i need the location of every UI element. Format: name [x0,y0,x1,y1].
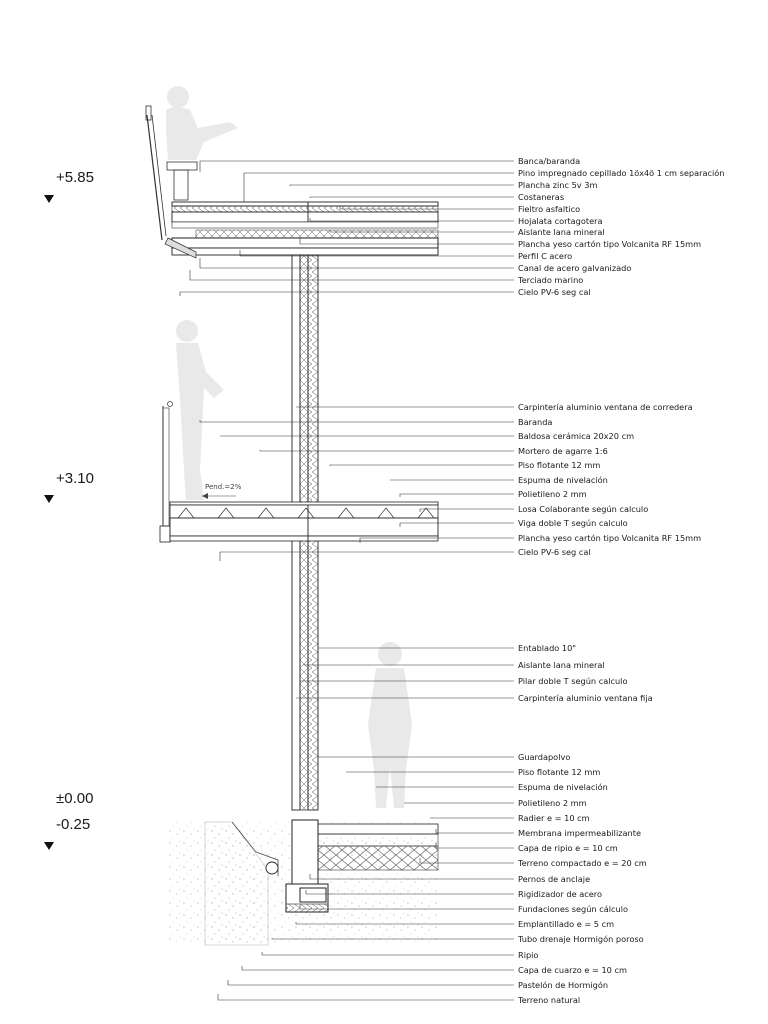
annotation-label: Aislante lana mineral [518,660,605,670]
leader-line [243,172,514,202]
leader-line [303,664,514,666]
leader-line [339,206,514,210]
level-triangle-icon [44,495,54,503]
leader-line [309,874,514,880]
leader-line [399,522,514,527]
annotation-label: Espuma de nivelación [518,782,608,792]
level-text-000: ±0.00 [56,790,93,807]
level-text-585: +5.85 [56,169,94,186]
annotation-label: Terciado marino [517,275,583,285]
annotation-label: Entablado 10" [518,643,576,653]
annotation-label: Tubo drenaje Hormigón poroso [517,934,644,944]
leader-line [179,291,514,296]
annotation-label: Espuma de nivelación [518,475,608,485]
annotation-label: Mortero de agarre 1:6 [518,446,608,456]
leader-line [241,966,514,971]
leader-line [261,952,514,956]
annotation-label: Capa de ripio e = 10 cm [518,843,618,853]
annotation-label: Piso flotante 12 mm [518,767,600,777]
annotation-label: Terreno natural [517,995,580,1005]
leader-line [199,258,514,269]
annotation-label: Carpintería aluminio ventana fija [518,693,653,703]
annotation-label: Terreno compactado e = 20 cm [517,858,647,868]
annotation-label: Cielo PV-6 seg cal [518,287,591,297]
annotation-label: Rigidizador de acero [518,889,602,899]
annotation-label: Ripio [518,950,538,960]
leader-line [217,994,514,1001]
annotation-label: Baldosa cerámica 20x20 cm [518,431,634,441]
level-markers: +5.85 +3.10 ±0.00 -0.25 [44,169,94,850]
leader-line [199,160,514,172]
leader-line [289,184,514,186]
annotation-label: Perfil C acero [518,251,572,261]
annotation-label: Baranda [518,417,552,427]
leader-line [219,551,514,561]
roof-assembly [145,105,439,259]
leader-line [239,250,514,257]
annotation-label: Polietileno 2 mm [518,489,587,499]
annotation-label: Hojalata cortagotera [518,216,603,226]
leader-line [419,858,514,864]
level-text-310: +3.10 [56,470,94,487]
floor-slab-assembly [159,401,439,543]
annotation-label: Plancha yeso cartón tipo Volcanita RF 15… [518,239,701,249]
leader-line [309,196,514,198]
annotation-label: Banca/baranda [518,156,580,166]
foundation-assembly [168,819,439,946]
leader-line [305,890,514,895]
leader-line [299,680,514,682]
annotation-label: Aislante lana mineral [518,227,605,237]
level-text-025: -0.25 [56,816,90,833]
annotation-label: Polietileno 2 mm [518,798,587,808]
annotation-label: Losa Colaborante según calculo [518,504,648,514]
leader-line [309,218,514,222]
slope-note: Pend.=2% [205,483,242,491]
leader-line [259,450,514,452]
person-silhouette-roof [166,86,238,160]
annotation-label: Plancha yeso cartón tipo Volcanita RF 15… [518,533,701,543]
annotation-label: Viga doble T según calculo [518,518,628,528]
leader-line [435,843,514,849]
annotation-label: Pino impregnado cepillado 1öx4ö 1 cm sep… [518,168,725,178]
annotation-label: Costaneras [518,192,564,202]
leader-line [359,537,514,543]
leader-line [435,829,514,834]
leader-line [399,493,514,497]
leader-line [419,508,514,512]
annotation-label: Radier e = 10 cm [518,813,590,823]
annotation-label: Guardapolvo [518,752,570,762]
annotation-label: Pastelón de Hormigón [518,980,608,990]
annotation-label: Fundaciones según cálculo [518,904,628,914]
leader-line [227,980,514,986]
person-silhouette-floor [176,320,224,500]
annotation-label: Pernos de anclaje [518,874,590,884]
level-triangle-icon [44,842,54,850]
leader-line [299,905,514,910]
annotation-label: Cielo PV-6 seg cal [518,547,591,557]
leader-line [329,230,514,233]
annotation-label: Plancha zinc 5v 3m [518,180,597,190]
leader-line [199,420,514,423]
level-triangle-icon [44,195,54,203]
leader-line [271,938,514,940]
annotation-label: Fieltro asfaltico [518,204,580,214]
leader-line [295,922,514,925]
leader-line [299,238,514,245]
annotation-label: Capa de cuarzo e = 10 cm [518,965,627,975]
annotation-label: Piso flotante 12 mm [518,460,600,470]
annotation-label: Pilar doble T según calculo [518,676,627,686]
leader-lines [179,160,514,1001]
annotation-label: Membrana impermeabilizante [518,828,641,838]
leader-line [329,464,514,466]
annotation-label: Emplantillado e = 5 cm [518,919,614,929]
annotation-label: Carpintería aluminio ventana de correder… [518,402,693,412]
person-silhouette-ground [368,642,412,808]
annotation-label: Canal de acero galvanizado [518,263,631,273]
leader-line [189,270,514,281]
